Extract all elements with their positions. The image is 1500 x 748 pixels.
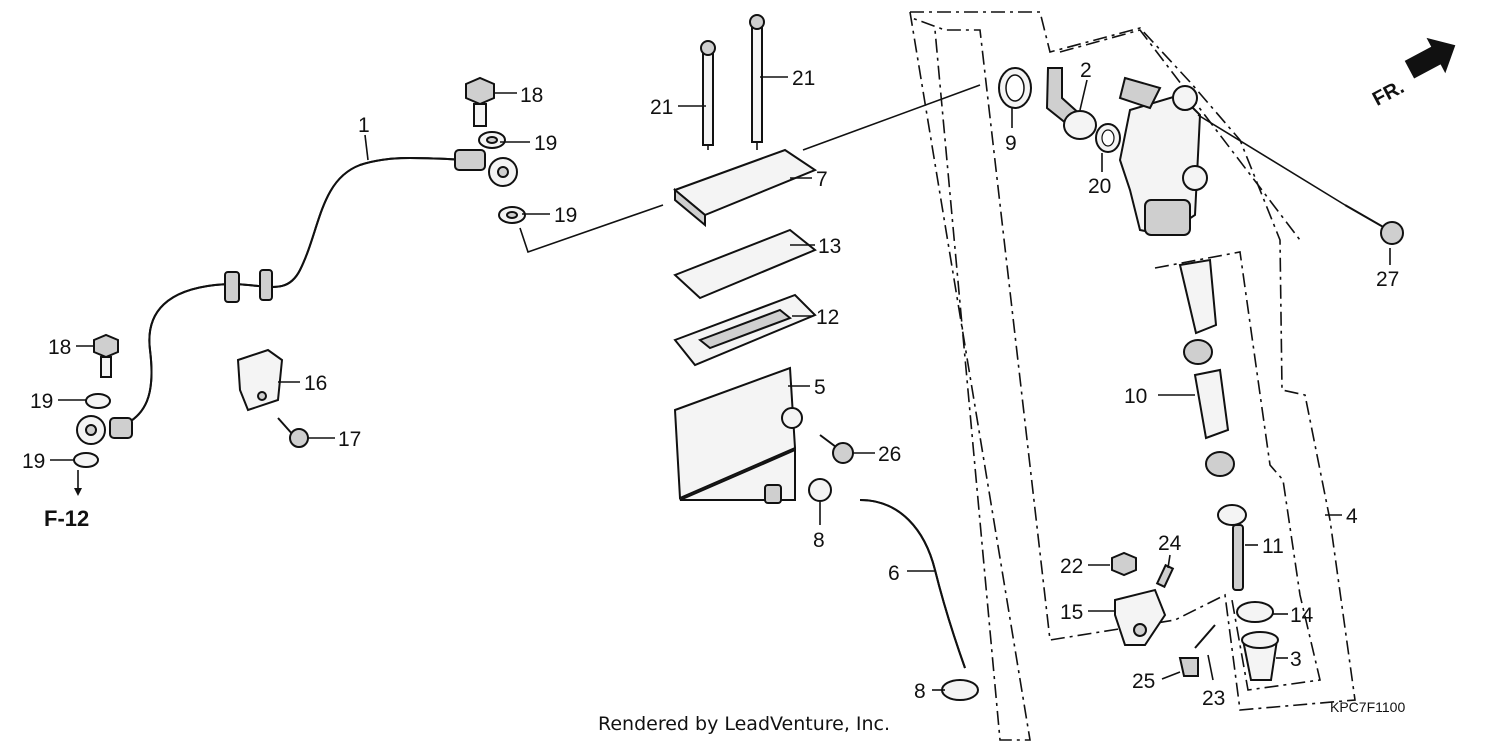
- callout-19-a: 19: [534, 132, 557, 155]
- pin-25: [1178, 657, 1199, 677]
- callout-8-lower: 8: [914, 680, 926, 703]
- clip-8-upper: [808, 478, 832, 502]
- joint-2: [1045, 67, 1097, 140]
- front-label: FR.: [1369, 76, 1408, 111]
- reservoir-5: [673, 366, 797, 500]
- master-cylinder-body: [1118, 76, 1208, 237]
- callout-8-upper: 8: [813, 529, 825, 552]
- callout-20: 20: [1088, 175, 1111, 198]
- reference-f12: F-12: [44, 506, 89, 531]
- callout-22: 22: [1060, 555, 1083, 578]
- callout-9: 9: [1005, 132, 1017, 155]
- callout-10: 10: [1124, 385, 1147, 408]
- callout-1: 1: [358, 114, 370, 137]
- bolt-17: [277, 417, 309, 448]
- leader-lines: [50, 76, 1391, 691]
- callout-7: 7: [816, 168, 828, 191]
- callout-19-d: 19: [22, 450, 45, 473]
- callout-23: 23: [1202, 687, 1225, 710]
- bolt-18-upper: [465, 76, 495, 127]
- piston-kit-10: [1178, 258, 1235, 477]
- bracket-16: [236, 348, 284, 412]
- callout-21-left: 21: [650, 96, 673, 119]
- callout-15: 15: [1060, 601, 1083, 624]
- screw-21-left: [702, 44, 714, 146]
- callout-26: 26: [878, 443, 901, 466]
- callout-4: 4: [1346, 505, 1358, 528]
- callout-3: 3: [1290, 648, 1302, 671]
- clip-8-lower: [941, 679, 979, 701]
- joint-15: [1114, 588, 1167, 646]
- nut-22: [1111, 551, 1137, 577]
- push-rod-11: [1217, 504, 1247, 591]
- callout-18-lower: 18: [48, 336, 71, 359]
- callout-18-upper: 18: [520, 84, 543, 107]
- callout-25: 25: [1132, 670, 1155, 693]
- brake-hose: [76, 149, 518, 445]
- callout-6: 6: [888, 562, 900, 585]
- callout-21-right: 21: [792, 67, 815, 90]
- callout-11: 11: [1262, 535, 1284, 558]
- reservoir-cap-7: [673, 148, 818, 217]
- bolt-27: [1344, 204, 1404, 245]
- callout-19-c: 19: [30, 390, 53, 413]
- pin-23: [1194, 624, 1216, 649]
- bolt-18-lower: [93, 333, 119, 378]
- front-direction-icon: [1404, 37, 1456, 79]
- callout-13: 13: [818, 235, 841, 258]
- callout-5: 5: [814, 376, 826, 399]
- callout-19-b: 19: [554, 204, 577, 227]
- callout-17: 17: [338, 428, 361, 451]
- washer-19-c: [85, 393, 111, 409]
- footer-credit: Rendered by LeadVenture, Inc.: [598, 713, 890, 735]
- callout-12: 12: [816, 306, 839, 329]
- boot-14: [1236, 601, 1274, 623]
- washer-19-d: [73, 452, 99, 468]
- screw-21-right: [751, 21, 763, 143]
- callout-14: 14: [1290, 604, 1314, 627]
- diagram-code: KPC7F1100: [1330, 699, 1405, 715]
- pin-24: [1155, 563, 1175, 589]
- screw-26: [819, 434, 854, 464]
- callout-24: 24: [1158, 532, 1182, 555]
- circlip-9: [998, 67, 1032, 109]
- plate-13: [673, 228, 817, 300]
- callout-27: 27: [1376, 268, 1399, 291]
- hose-6: [859, 499, 966, 669]
- callout-16: 16: [304, 372, 327, 395]
- callout-2: 2: [1080, 59, 1092, 82]
